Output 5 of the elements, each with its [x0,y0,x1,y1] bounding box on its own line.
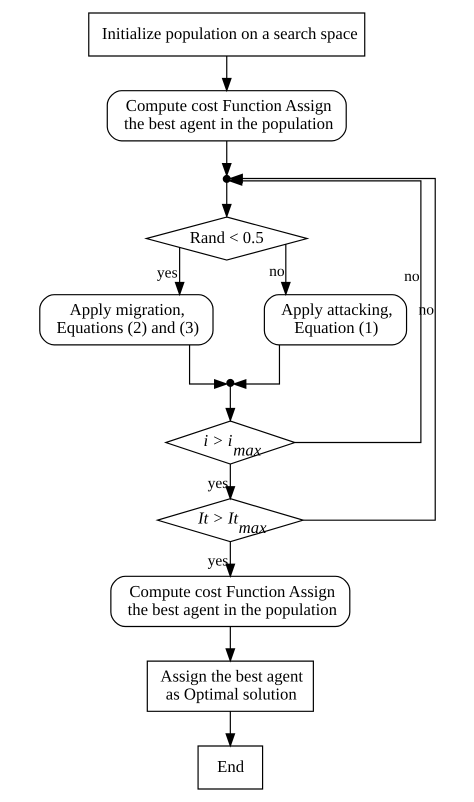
edge-label: yes [207,474,228,492]
edge-label: no [404,268,420,285]
edge-label: no [268,262,284,280]
edge-label: yes [207,552,228,570]
edge-label: yes [156,264,178,282]
